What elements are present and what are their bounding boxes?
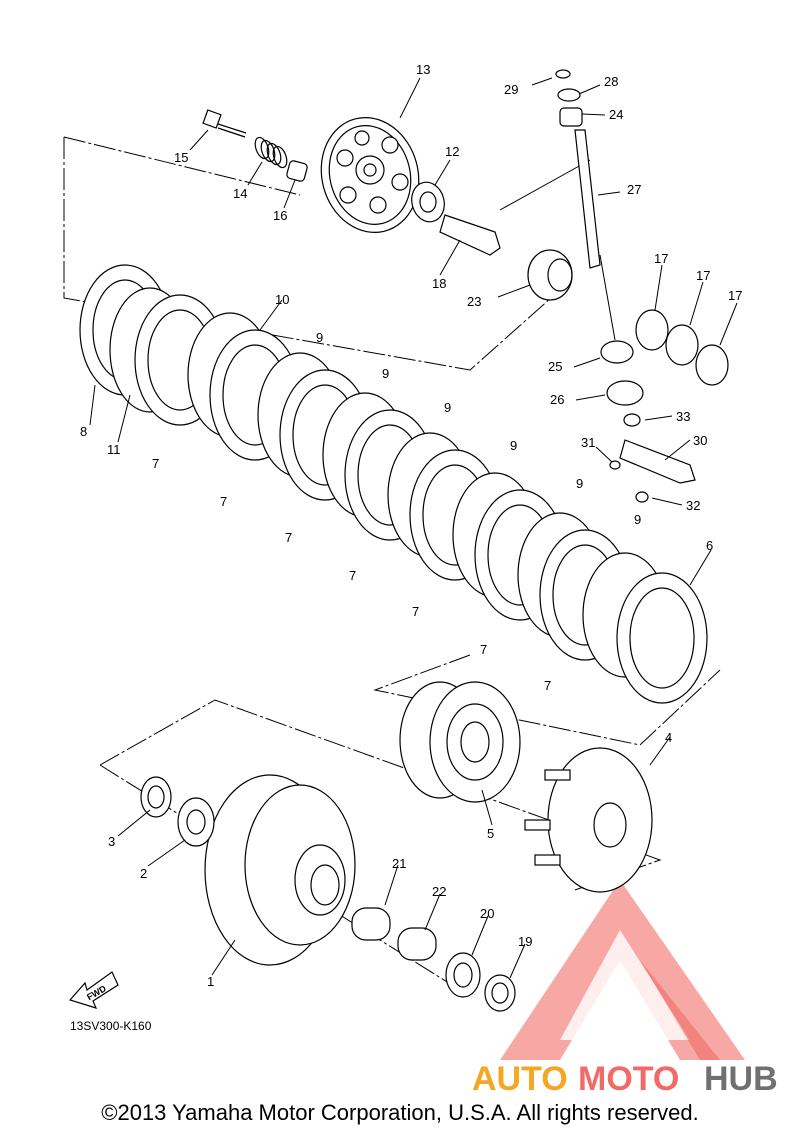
callout-15: 15 <box>174 150 188 165</box>
callout-2: 2 <box>140 866 147 881</box>
callout-18: 18 <box>432 276 446 291</box>
callout-1: 1 <box>207 974 214 989</box>
callout-6: 6 <box>706 538 713 553</box>
callout-22: 22 <box>432 884 446 899</box>
callout-25: 25 <box>548 359 562 374</box>
callout-7g: 7 <box>544 678 551 693</box>
watermark-moto: MOTO <box>578 1060 679 1098</box>
callout-11: 11 <box>107 442 121 457</box>
push-lever-shaft <box>555 69 601 269</box>
watermark-hub: HUB <box>704 1060 778 1098</box>
callout-14: 14 <box>233 186 247 201</box>
callout-4: 4 <box>665 730 672 745</box>
pressure-plate-2 <box>524 747 653 893</box>
callout-33: 33 <box>676 409 690 424</box>
callout-13: 13 <box>416 62 430 77</box>
callout-8: 8 <box>80 424 87 439</box>
callout-9e: 9 <box>576 476 583 491</box>
callout-16: 16 <box>273 208 287 223</box>
callout-20: 20 <box>480 906 494 921</box>
watermark-auto: AUTO <box>472 1060 568 1098</box>
callout-17c: 17 <box>728 288 742 303</box>
callout-5: 5 <box>487 826 494 841</box>
callout-26: 26 <box>550 392 564 407</box>
push-lever-parts <box>600 340 696 503</box>
watermark-logo <box>500 880 745 1060</box>
bolt-spring-group <box>202 109 308 182</box>
callout-19: 19 <box>518 934 532 949</box>
diagram-code: 13SV300-K160 <box>70 1019 152 1033</box>
leader-lines <box>89 77 738 979</box>
copyright-notice: ©2013 Yamaha Motor Corporation, U.S.A. A… <box>101 1100 699 1125</box>
thrust-washers <box>140 776 215 847</box>
clutch-housing <box>204 774 356 966</box>
callout-17a: 17 <box>654 251 668 266</box>
callout-9c: 9 <box>444 400 451 415</box>
callout-24: 24 <box>609 107 623 122</box>
callout-23: 23 <box>467 294 481 309</box>
callout-9f: 9 <box>634 512 641 527</box>
callout-7e: 7 <box>412 604 419 619</box>
callout-7a: 7 <box>152 456 159 471</box>
shims <box>635 309 729 386</box>
callout-7c: 7 <box>285 530 292 545</box>
callout-21: 21 <box>392 856 406 871</box>
clutch-nut <box>527 249 573 301</box>
callout-27: 27 <box>627 182 641 197</box>
pressure-plate <box>320 117 420 233</box>
callout-30: 30 <box>693 433 707 448</box>
callout-3: 3 <box>108 834 115 849</box>
bearing-push-rod <box>411 181 501 256</box>
watermark-text: AUTO MOTO HUB <box>472 1060 778 1098</box>
callout-numbers: 13 12 15 14 16 18 23 24 28 29 27 17 17 1… <box>80 62 742 989</box>
callout-9b: 9 <box>382 366 389 381</box>
callout-32: 32 <box>686 498 700 513</box>
callout-29: 29 <box>504 82 518 97</box>
clutch-plates <box>79 264 708 704</box>
callout-7b: 7 <box>220 494 227 509</box>
clutch-boss <box>399 681 521 803</box>
fwd-arrow-icon: FWD <box>68 971 119 1009</box>
callout-31: 31 <box>581 435 595 450</box>
callout-7d: 7 <box>349 568 356 583</box>
callout-17b: 17 <box>696 268 710 283</box>
callout-9d: 9 <box>510 438 517 453</box>
callout-28: 28 <box>604 74 618 89</box>
callout-9a: 9 <box>316 330 323 345</box>
callout-12: 12 <box>445 144 459 159</box>
callout-10: 10 <box>275 292 289 307</box>
spacer-bearing-group <box>351 907 516 1012</box>
callout-7f: 7 <box>480 642 487 657</box>
